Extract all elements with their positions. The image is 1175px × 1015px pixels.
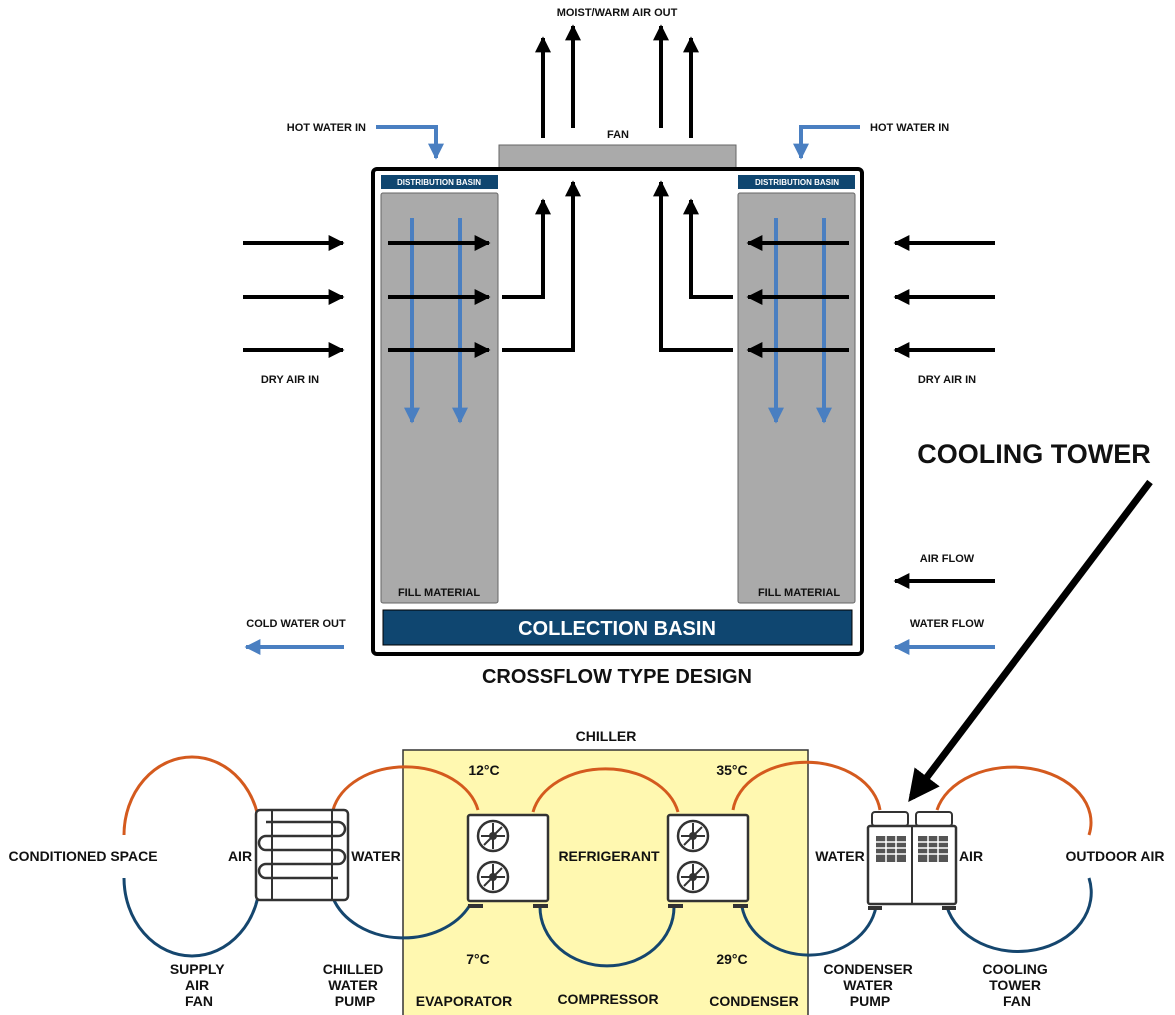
warm-loop-arcs [122, 755, 1093, 836]
cool-arc [740, 906, 878, 957]
air-left-label: AIR [228, 848, 252, 864]
air-rise-arrow [502, 198, 551, 299]
hot-water-in-left-label: HOT WATER IN [287, 122, 366, 134]
chilled-water-pump-label: CHILLED WATER PUMP [323, 961, 388, 1009]
cool-arc [331, 897, 472, 940]
collection-basin-label: COLLECTION BASIN [518, 618, 716, 640]
tower-top [915, 811, 953, 827]
distribution-basin-right [738, 175, 855, 189]
condenser-water-pump-label: CONDENSER WATER PUMP [823, 961, 916, 1009]
air-handler-coil [254, 808, 350, 902]
condenser-label: CONDENSER [709, 993, 798, 1009]
warm-arc [122, 755, 262, 836]
cooling-tower-callout-arrow [908, 479, 1153, 803]
hot-water-in-right-label: HOT WATER IN [870, 122, 949, 134]
vent-slats [876, 836, 948, 862]
dry-air-in-right-arrows [653, 180, 995, 358]
air-flow-legend-label: AIR FLOW [920, 553, 975, 565]
tower-top [871, 811, 909, 827]
conditioned-space-label: CONDITIONED SPACE [8, 848, 157, 864]
dry-air-in-left-arrows [243, 180, 581, 358]
hot-water-in-right-arrow [793, 125, 860, 160]
evaporator-unit [466, 813, 550, 908]
coil-frame [254, 808, 350, 902]
cooling-tower-unit-icon [866, 811, 958, 910]
cooling-tower-fan-label: COOLING TOWER FAN [982, 961, 1051, 1009]
cool-arc [945, 877, 1093, 954]
supply-air-fan-label: SUPPLY AIR FAN [170, 961, 228, 1009]
air-rise-arrow [683, 198, 733, 299]
fan-blades [681, 823, 705, 849]
cold-water-out-label: COLD WATER OUT [246, 618, 346, 630]
distribution-basin-left-label: DISTRIBUTION BASIN [397, 178, 481, 187]
fan-label: FAN [607, 129, 629, 141]
fill-material-right-label: FILL MATERIAL [758, 587, 840, 599]
temp-cond-in: 29°C [716, 951, 747, 967]
cool-loop-arcs [122, 877, 1093, 968]
fill-material-right [737, 192, 856, 604]
temp-evap-in: 12°C [468, 762, 499, 778]
exhaust-air-arrows [535, 24, 699, 138]
condenser-unit [666, 813, 750, 908]
air-right-label: AIR [959, 848, 983, 864]
fan-blades [481, 864, 505, 890]
hot-water-in-left-arrow [376, 125, 444, 160]
flow-legend: AIR FLOW WATER FLOW [893, 553, 995, 655]
distribution-basin-left [381, 175, 498, 189]
fan-housing [498, 144, 737, 169]
cool-arc [122, 877, 262, 958]
vent-grille [876, 836, 906, 862]
warm-arc [331, 765, 480, 811]
falling-water-arrows [404, 218, 832, 424]
distribution-basin-right-label: DISTRIBUTION BASIN [755, 178, 839, 187]
cooling-tower-crossflow: MOIST/WARM AIR OUT FAN HOT WATER IN HOT … [243, 7, 995, 688]
cooling-tower-callout: COOLING TOWER [917, 439, 1151, 469]
cool-arc [538, 906, 676, 968]
fan-blades [681, 864, 705, 890]
vent-grille [918, 836, 948, 862]
air-rise-arrow [653, 180, 733, 352]
temp-evap-out: 7°C [466, 951, 490, 967]
dry-air-in-right-label: DRY AIR IN [918, 374, 976, 386]
refrigerant-label: REFRIGERANT [558, 848, 660, 864]
fill-material-left [380, 192, 499, 604]
compressor-label: COMPRESSOR [557, 991, 658, 1007]
collection-basin [382, 609, 853, 646]
chilled-water-system: CHILLER [8, 728, 1165, 1015]
warm-arc [935, 765, 1093, 836]
fill-material-left-label: FILL MATERIAL [398, 587, 480, 599]
fan-blades [481, 823, 505, 849]
warm-arc [531, 767, 680, 813]
water-flow-legend-label: WATER FLOW [910, 618, 985, 630]
warm-arc [731, 760, 882, 811]
coil-fins [278, 821, 328, 879]
dry-air-in-left-label: DRY AIR IN [261, 374, 319, 386]
evaporator-label: EVAPORATOR [416, 993, 512, 1009]
chiller-label: CHILLER [576, 728, 637, 744]
outdoor-air-label: OUTDOOR AIR [1065, 848, 1164, 864]
water-right-label: WATER [815, 848, 865, 864]
air-rise-arrow [502, 180, 581, 352]
temp-cond-out: 35°C [716, 762, 747, 778]
water-left-label: WATER [351, 848, 401, 864]
design-title: CROSSFLOW TYPE DESIGN [482, 666, 752, 688]
air-out-label: MOIST/WARM AIR OUT [557, 7, 678, 19]
